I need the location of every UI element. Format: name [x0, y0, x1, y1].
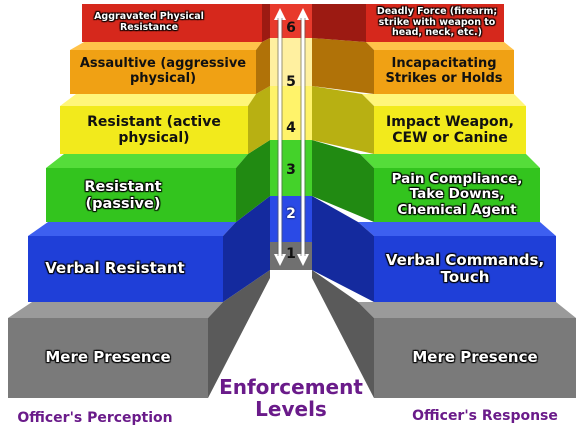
response-level-3: Pain Compliance, Take Downs, Chemical Ag… [391, 170, 523, 218]
level-number-2: 2 [286, 206, 296, 222]
left-block-level-3-side [236, 140, 270, 222]
perception-level-5: Assaultive (aggressive physical) [79, 56, 247, 86]
left-block-level-5-top [70, 42, 262, 50]
left-block-level-3-top [46, 154, 248, 168]
left-block-level-5-side [256, 38, 270, 94]
right-block-level-3-side [312, 140, 374, 222]
right-block-level-1-top [358, 302, 576, 318]
right-block-level-2-face [374, 236, 556, 302]
level-number-1: 1 [286, 246, 296, 262]
right-block-level-6-face [366, 4, 504, 42]
left-block-level-2-top [28, 222, 236, 236]
left-caption: Officer's Perception [17, 410, 173, 426]
left-block-level-1-top [8, 302, 223, 318]
perception-level-6: Aggravated Physical Resistance [94, 11, 204, 33]
right-block-level-4-face [374, 106, 526, 154]
left-block-level-6-face [82, 4, 262, 42]
escalation-arrows [274, 8, 309, 266]
right-block-level-5-side [312, 38, 374, 94]
left-block-level-4-face [60, 106, 248, 154]
response-level-5: Incapacitating Strikes or Holds [385, 56, 503, 86]
right-block-level-2-side [312, 196, 374, 302]
left-block-level-6-side [262, 4, 270, 42]
left-block-level-3-face [46, 168, 236, 222]
left-block-level-5-face [70, 50, 256, 94]
diagram-title: Enforcement Levels [219, 375, 363, 421]
left-block-level-4-top [60, 94, 256, 106]
right-block-level-2-top [358, 222, 556, 236]
perception-level-1: Mere Presence [45, 348, 171, 367]
left-block-level-1-side [208, 270, 270, 398]
response-level-4: Impact Weapon, CEW or Canine [386, 113, 514, 146]
response-level-6: Deadly Force (firearm; strike with weapo… [376, 5, 498, 39]
perception-level-3: Resistant (passive) [84, 179, 162, 212]
right-block-level-4-side [312, 86, 374, 154]
escalation-arrows-outline [277, 18, 306, 256]
right-block-level-4-top [362, 94, 526, 106]
level-number-3: 3 [286, 162, 296, 178]
right-block-level-3-face [374, 168, 540, 222]
left-block-level-1-face [8, 318, 208, 398]
left-block-level-2-face [28, 236, 223, 302]
level-number-4: 4 [286, 120, 296, 136]
left-block-level-2-side [223, 196, 270, 302]
right-block-level-5-top [366, 42, 514, 50]
level-number-6: 6 [286, 20, 296, 36]
perception-level-4: Resistant (active physical) [87, 113, 221, 146]
response-level-2: Verbal Commands, Touch [385, 250, 545, 286]
response-level-1: Mere Presence [412, 348, 538, 367]
perception-level-2: Verbal Resistant [45, 259, 185, 278]
right-block-level-1-side [312, 270, 374, 398]
right-block-level-1-face [374, 318, 576, 398]
right-block-level-5-face [374, 50, 514, 94]
level-number-5: 5 [286, 74, 296, 90]
right-caption: Officer's Response [412, 408, 558, 424]
right-block-level-6-side [312, 4, 366, 42]
right-block-level-3-top [360, 154, 540, 168]
left-block-level-4-side [248, 86, 270, 154]
